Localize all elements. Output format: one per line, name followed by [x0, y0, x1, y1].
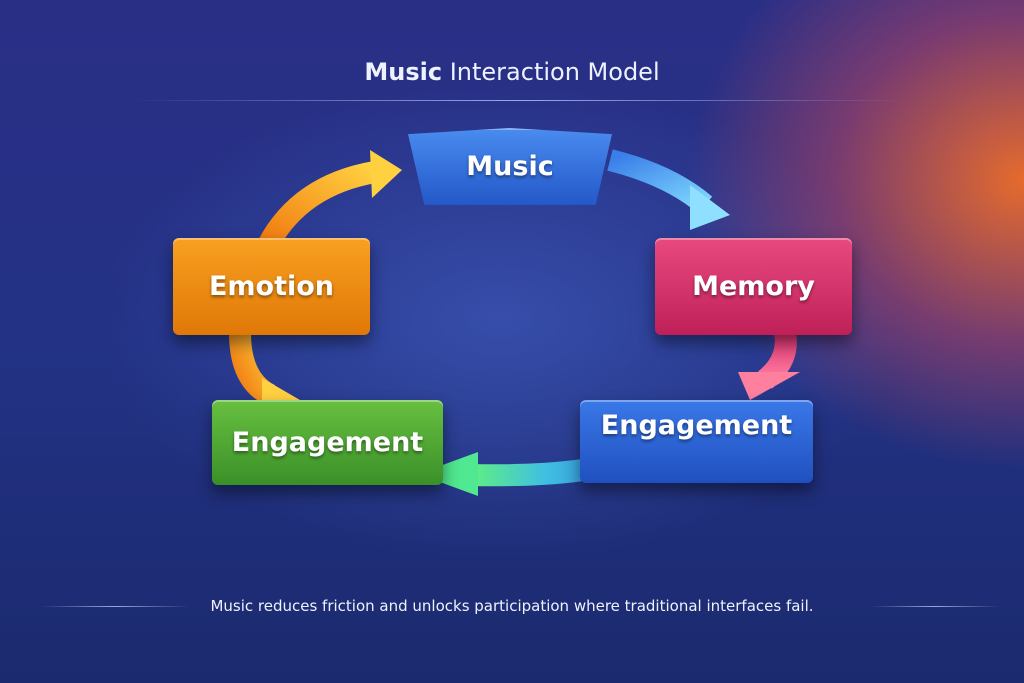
node-engagement-right: Engagement [580, 400, 813, 483]
node-music: Music [408, 128, 612, 205]
footer-caption: Music reduces friction and unlocks parti… [210, 597, 814, 615]
node-engagement-right-label: Engagement [600, 410, 793, 441]
node-music-label: Music [466, 151, 554, 182]
footer-rule-right [870, 606, 1000, 607]
node-engagement-left-label: Engagement [231, 427, 424, 458]
arrow-music-to-memory [607, 149, 730, 230]
title-divider [130, 100, 910, 101]
title-rest: Interaction Model [449, 58, 660, 86]
diagram-title: Music Interaction Model [0, 58, 1024, 86]
node-memory-label: Memory [692, 271, 815, 302]
node-engagement-left: Engagement [212, 400, 443, 485]
node-emotion: Emotion [173, 238, 370, 335]
arrow-memory-to-engagement [738, 331, 800, 400]
node-emotion-label: Emotion [208, 271, 335, 302]
footer-rule-left [40, 606, 190, 607]
title-bold: Music [364, 58, 443, 86]
arrow-emotion-to-music [258, 150, 402, 251]
node-memory: Memory [655, 238, 852, 335]
